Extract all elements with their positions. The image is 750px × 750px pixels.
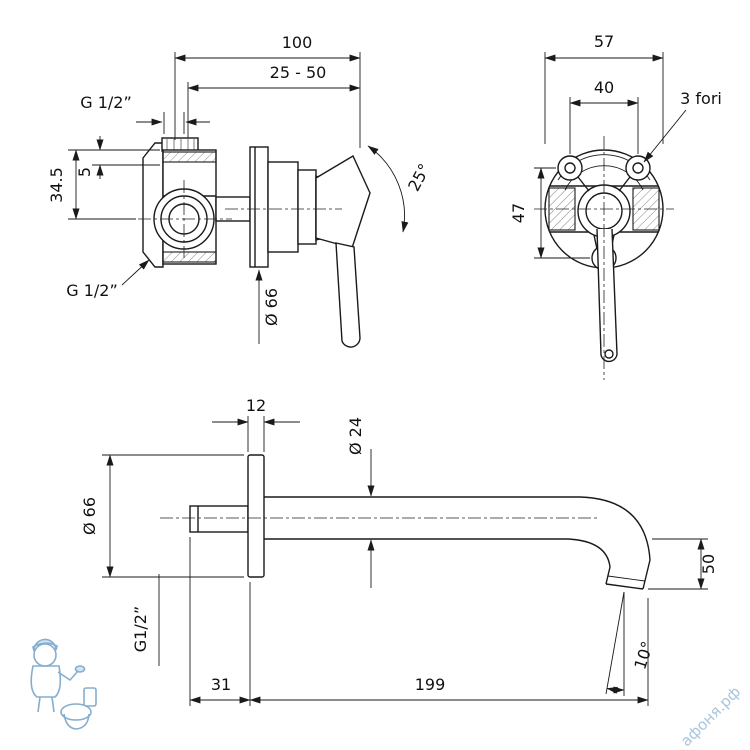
- dim-5: 5: [75, 136, 160, 179]
- mascot-body: [30, 665, 62, 698]
- thread-spout-callout: G1/2”: [131, 574, 160, 666]
- thread-top-callout: G 1/2”: [80, 93, 210, 134]
- plate-dia-callout: Ø 66: [255, 269, 281, 344]
- dim-57: 57: [544, 32, 664, 144]
- thread-bottom-callout: G 1/2”: [66, 259, 150, 300]
- dim-depth-range-label: 25 - 50: [270, 63, 327, 82]
- dim-40-label: 40: [594, 78, 614, 97]
- plate-dia-label: Ø 66: [262, 288, 281, 326]
- dim-31-label: 31: [211, 675, 231, 694]
- angle-10-callout: 10°: [605, 591, 657, 696]
- plunger-cup-icon: [74, 665, 86, 673]
- tube-dia-label: Ø 24: [346, 417, 365, 455]
- dim-width-100: 100: [174, 33, 361, 148]
- flange-dia-label: Ø 66: [80, 497, 99, 535]
- holes-note-callout: 3 fori: [643, 89, 722, 163]
- angle-10-label: 10°: [630, 639, 657, 672]
- mascot-arm-plunger: [57, 669, 80, 682]
- angle-25-callout: 25°: [367, 145, 434, 233]
- dim-12: 12: [212, 396, 300, 452]
- dim-12-label: 12: [246, 396, 266, 415]
- dim-50: 50: [648, 538, 718, 590]
- mascot-legs: [37, 696, 55, 713]
- site-watermark: афоня.рф: [677, 683, 744, 750]
- mascot-head: [33, 643, 57, 667]
- dim-199: 199: [249, 598, 649, 706]
- mascot-cap-icon: [32, 638, 58, 652]
- thread-top-label: G 1/2”: [80, 93, 132, 112]
- dim-5-label: 5: [75, 167, 94, 177]
- thread-spout-label: G1/2”: [131, 606, 150, 652]
- dim-345: 34.5: [47, 149, 160, 220]
- dim-tube-dia: Ø 24: [346, 417, 375, 588]
- dim-47-label: 47: [509, 203, 528, 223]
- dim-40: 40: [569, 78, 639, 154]
- spout-side-view: 12 Ø 24 Ø 66 G1/2” 31 199: [80, 396, 718, 706]
- escutcheon-geometry: [534, 136, 674, 380]
- dim-199-label: 199: [415, 675, 446, 694]
- dim-34-5-label: 34.5: [47, 167, 66, 203]
- dim-31: 31: [189, 537, 251, 706]
- thread-bottom-label: G 1/2”: [66, 281, 118, 300]
- angle-25-label: 25°: [404, 160, 434, 194]
- escutcheon-front-view: 57 40 3 fori 47: [509, 32, 722, 380]
- toilet-bowl-icon: [60, 703, 92, 721]
- toilet-tank-icon: [83, 687, 97, 707]
- dim-57-label: 57: [594, 32, 614, 51]
- dim-flange-dia: Ø 66: [80, 454, 244, 578]
- spout-geometry: [160, 454, 651, 590]
- dim-47: 47: [509, 167, 590, 259]
- holes-note-label: 3 fori: [680, 89, 722, 108]
- dim-50-label: 50: [699, 554, 718, 574]
- plumber-mascot-watermark: [30, 638, 97, 730]
- dim-depth-range: 25 - 50: [187, 63, 361, 138]
- mixer-body-geometry: [138, 137, 371, 348]
- mixer-side-view: 100 25 - 50 G 1/2” 34.5 5: [47, 33, 434, 348]
- dim-width-label: 100: [282, 33, 313, 52]
- toilet-base-icon: [63, 713, 90, 730]
